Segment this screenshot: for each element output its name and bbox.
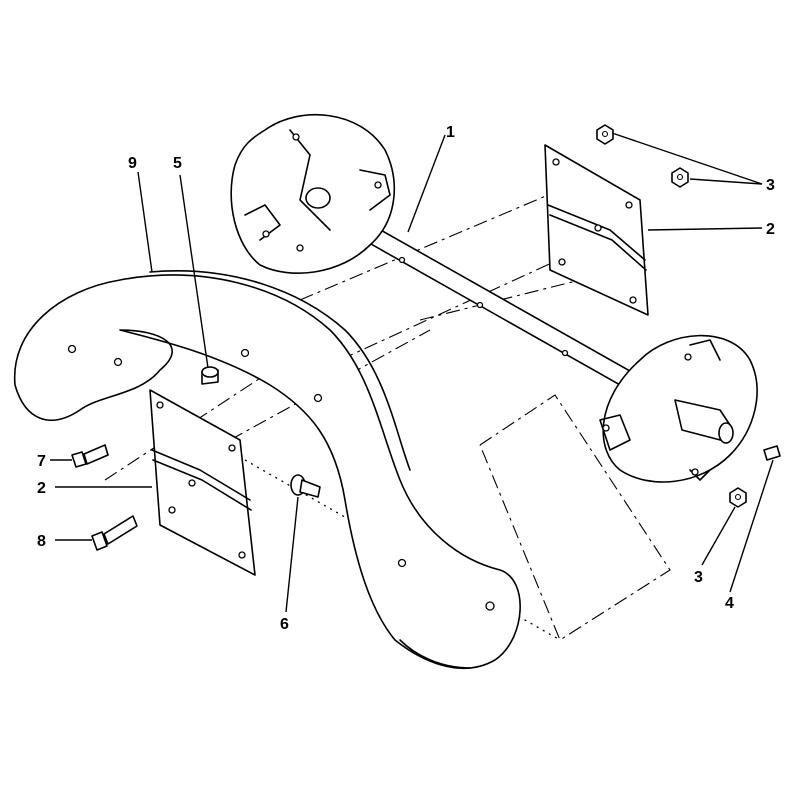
callout-labels: 1 2 2 3 3 4 5 6 7 8 9 xyxy=(37,124,775,633)
flight-hole xyxy=(240,348,250,358)
callout-5: 5 xyxy=(173,155,182,172)
shaft-hole xyxy=(476,301,484,309)
callout-2-left: 2 xyxy=(37,480,46,497)
flight-hole xyxy=(113,357,123,367)
callout-3-top: 3 xyxy=(766,177,775,194)
nut xyxy=(596,124,614,145)
flight-hole xyxy=(485,601,495,611)
callout-6: 6 xyxy=(280,616,289,633)
callout-8: 8 xyxy=(37,533,46,550)
flight-hole xyxy=(313,393,323,403)
shaft-hole xyxy=(561,349,569,357)
callout-4: 4 xyxy=(725,595,734,612)
callout-3-bottom: 3 xyxy=(694,569,703,586)
auger-flight-part-9 xyxy=(13,270,521,670)
key-part-4 xyxy=(763,445,781,461)
paddle-plate-right-part-2 xyxy=(544,144,649,316)
callout-2-right: 2 xyxy=(766,221,775,238)
callout-7: 7 xyxy=(37,453,46,470)
nuts-part-3 xyxy=(596,124,747,508)
auger-shaft-part-1 xyxy=(230,113,758,483)
callout-1: 1 xyxy=(446,124,455,141)
callout-9: 9 xyxy=(128,155,137,172)
leader-lines xyxy=(50,132,774,613)
short-bolt-part-7 xyxy=(71,444,109,468)
long-bolt-part-8 xyxy=(91,515,138,551)
carriage-bolt-part-6 xyxy=(290,474,321,498)
paddle-plate-left-part-2 xyxy=(149,389,256,576)
flight-hole xyxy=(397,558,407,568)
flight-hole xyxy=(67,344,77,354)
nut xyxy=(729,487,747,508)
spacer-part-5 xyxy=(201,366,219,385)
nut xyxy=(671,167,689,188)
shaft-hole xyxy=(398,256,406,264)
